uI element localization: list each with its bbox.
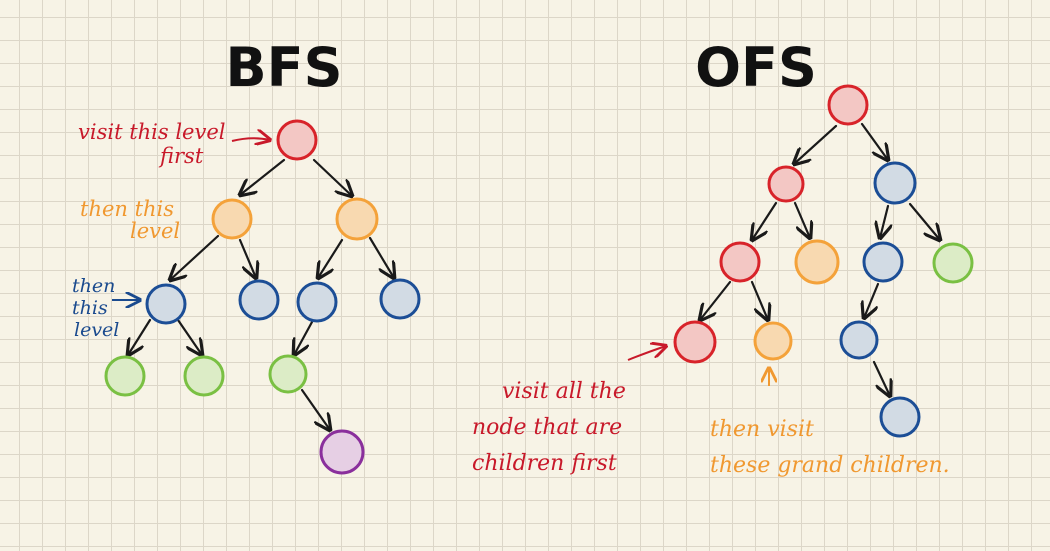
dfs-node	[879, 396, 921, 438]
level1-pointer-arrow	[231, 138, 270, 141]
bfs-edges	[128, 158, 394, 430]
bfs-node-level4	[268, 354, 308, 394]
dfs-node	[794, 239, 840, 285]
dfs-edge	[864, 282, 880, 318]
bfs-note-line: level	[130, 219, 180, 243]
dfs-node-root	[827, 84, 869, 126]
dfs-edge	[872, 360, 890, 396]
bfs-edge	[312, 158, 352, 196]
bfs-node-level2	[211, 198, 253, 240]
bfs-node-level5	[319, 429, 365, 475]
bfs-edge	[240, 158, 286, 195]
bfs-note-line: this	[72, 297, 108, 319]
dfs-edge	[908, 202, 940, 240]
bfs-note-line: visit this level	[78, 120, 225, 144]
bfs-node-level3	[238, 279, 280, 321]
dfs-note-line: visit all the	[502, 379, 626, 404]
dfs-node-grandchild	[753, 321, 793, 361]
dfs-node	[862, 241, 904, 283]
bfs-note-line: then this	[80, 197, 174, 221]
bfs-note-line: level	[74, 319, 119, 341]
dfs-node-child	[719, 241, 761, 283]
dfs-note-line: then visit	[710, 417, 814, 442]
dfs-node-child	[767, 165, 805, 203]
dfs-edge	[880, 204, 888, 238]
bfs-note-line: first	[158, 144, 204, 168]
bfs-tree	[104, 119, 421, 475]
bfs-nodes	[104, 119, 421, 475]
bfs-edge	[318, 238, 344, 278]
bfs-node-level4	[183, 355, 225, 397]
dfs-note-children: visit all the node that are children fir…	[472, 379, 633, 476]
dfs-note-line: these grand children.	[710, 453, 950, 478]
bfs-edge	[294, 320, 314, 355]
bfs-node-level3	[145, 283, 187, 325]
dfs-note-line: children first	[472, 451, 617, 476]
bfs-edge	[238, 238, 256, 278]
dfs-nodes	[673, 84, 974, 438]
bfs-title: BFS	[226, 36, 343, 99]
bfs-edge	[128, 318, 152, 355]
dfs-edge	[750, 280, 768, 320]
dfs-node	[873, 161, 917, 205]
bfs-node-root	[276, 119, 318, 161]
bfs-note-level3: then this level	[72, 275, 121, 341]
bfs-node-level3	[379, 278, 421, 320]
children-pointer-arrow	[627, 346, 666, 361]
bfs-node-level3	[296, 281, 338, 323]
dfs-edge	[860, 122, 888, 160]
bfs-note-line: then	[72, 275, 115, 297]
dfs-node	[932, 242, 974, 284]
dfs-edge	[700, 280, 732, 320]
dfs-note-grandchildren: then visit these grand children.	[710, 417, 950, 478]
bfs-edge	[300, 388, 330, 430]
bfs-edge	[170, 234, 220, 280]
bfs-node-level4	[104, 355, 146, 397]
dfs-edge	[752, 201, 778, 240]
bfs-edge	[368, 236, 394, 278]
bfs-note-level2: then this level	[80, 197, 181, 243]
dfs-node-child	[673, 320, 717, 364]
bfs-edge	[176, 318, 202, 355]
dfs-note-line: node that are	[472, 415, 622, 440]
dfs-title: OFS	[695, 36, 817, 99]
dfs-edge	[794, 124, 838, 164]
bfs-node-level2	[335, 197, 379, 241]
dfs-edge	[793, 201, 810, 238]
dfs-tree	[673, 84, 974, 438]
bfs-note-level1: visit this level first	[78, 120, 232, 168]
dfs-edges	[700, 122, 940, 396]
dfs-node	[839, 320, 879, 360]
